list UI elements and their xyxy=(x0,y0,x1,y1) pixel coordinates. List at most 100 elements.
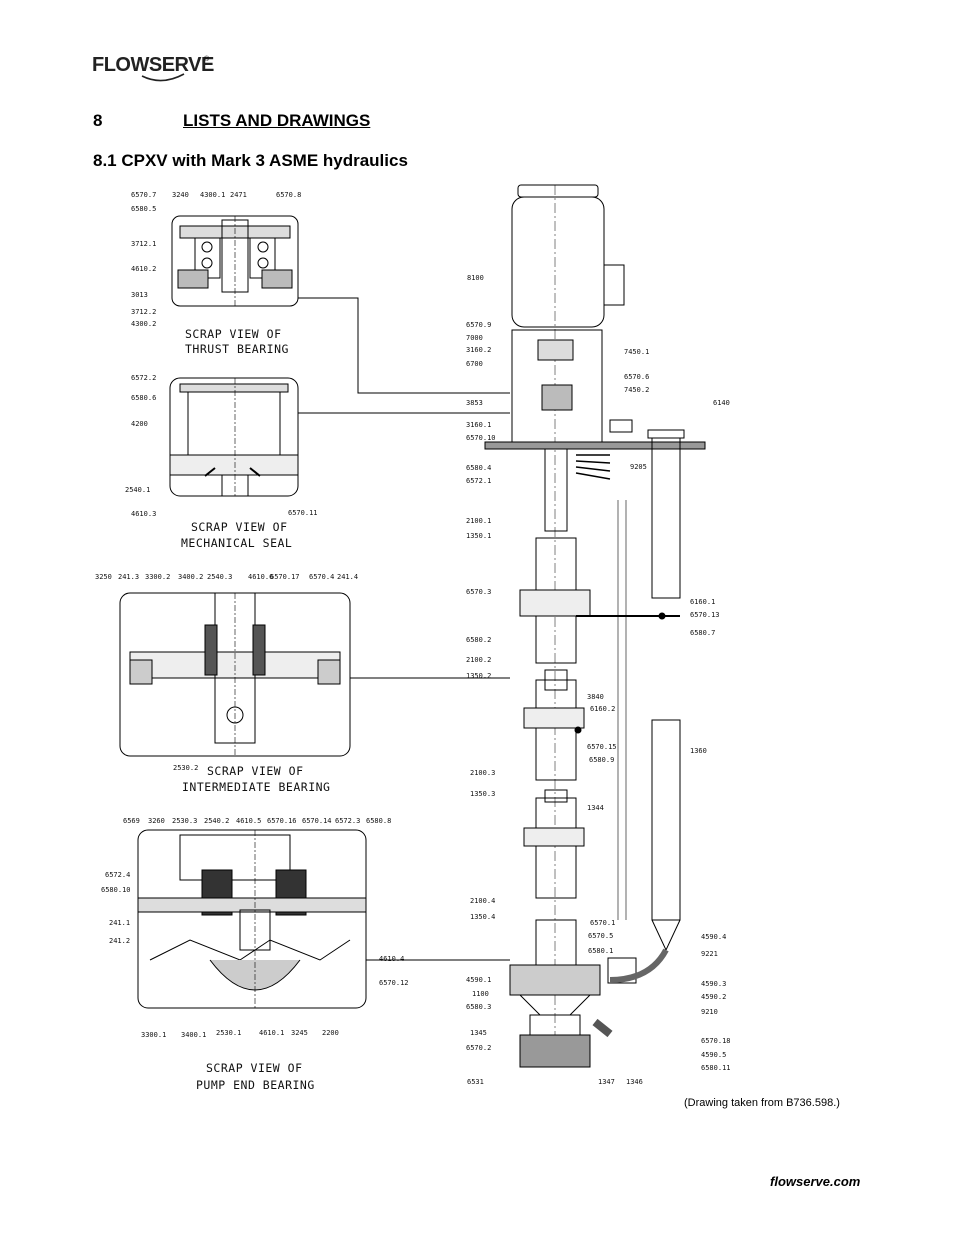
part-label: 2100.2 xyxy=(466,656,491,664)
part-label: 241.4 xyxy=(337,573,358,581)
intermediate-title-1: SCRAP VIEW OF xyxy=(207,764,304,778)
part-label: 6570.13 xyxy=(690,611,720,619)
pump-end-title-1: SCRAP VIEW OF xyxy=(206,1061,303,1075)
part-label: 2100.4 xyxy=(470,897,495,905)
part-label: 2530.3 xyxy=(172,817,197,825)
part-label: 6580.2 xyxy=(466,636,491,644)
part-label: 9210 xyxy=(701,1008,718,1016)
part-label: 4610.4 xyxy=(379,955,404,963)
part-label: 6570.15 xyxy=(587,743,617,751)
part-label: 6160.2 xyxy=(590,705,615,713)
part-label: 6570.16 xyxy=(267,817,297,825)
part-label: 6570.14 xyxy=(302,817,332,825)
part-label: 6572.1 xyxy=(466,477,491,485)
part-label: 6580.3 xyxy=(466,1003,491,1011)
part-label: 4590.4 xyxy=(701,933,726,941)
part-label: 1350.4 xyxy=(470,913,495,921)
pump-end-title-2: PUMP END BEARING xyxy=(196,1078,315,1092)
part-labels: 6570.7 3240 4300.1 2471 6570.8 6580.5 37… xyxy=(95,191,731,1086)
part-label: 241.2 xyxy=(109,937,130,945)
part-label: 6569 xyxy=(123,817,140,825)
logo-arc-icon xyxy=(141,73,185,82)
part-label: 6570.18 xyxy=(701,1037,731,1045)
seal-title-2: MECHANICAL SEAL xyxy=(181,536,292,550)
part-label: 6570.11 xyxy=(288,509,318,517)
seal-title-1: SCRAP VIEW OF xyxy=(191,520,288,534)
part-label: 3260 xyxy=(148,817,165,825)
part-label: 6160.1 xyxy=(690,598,715,606)
part-label: 3712.2 xyxy=(131,308,156,316)
part-label: 4300.2 xyxy=(131,320,156,328)
part-label: 3160.2 xyxy=(466,346,491,354)
part-label: 6580.6 xyxy=(131,394,156,402)
part-label: 3240 xyxy=(172,191,189,199)
part-label: 6580.10 xyxy=(101,886,131,894)
thrust-title-2: THRUST BEARING xyxy=(185,342,289,356)
part-label: 7450.2 xyxy=(624,386,649,394)
logo-text: FLOWSERVE xyxy=(92,54,214,76)
part-label: 6570.1 xyxy=(590,919,615,927)
section-heading: 8 LISTS AND DRAWINGS xyxy=(93,111,370,131)
part-label: 2100.1 xyxy=(466,517,491,525)
part-label: 3400.2 xyxy=(178,573,203,581)
part-label: 1350.1 xyxy=(466,532,491,540)
part-label: 6580.8 xyxy=(366,817,391,825)
part-label: 8100 xyxy=(467,274,484,282)
part-label: 6700 xyxy=(466,360,483,368)
part-label: 4590.1 xyxy=(466,976,491,984)
part-label: 6580.11 xyxy=(701,1064,731,1072)
part-label: 4610.6 xyxy=(248,573,273,581)
part-label: 2471 xyxy=(230,191,247,199)
intermediate-bearing-view xyxy=(119,592,351,757)
part-label: 7000 xyxy=(466,334,483,342)
part-label: 9221 xyxy=(701,950,718,958)
part-label: 1345 xyxy=(470,1029,487,1037)
part-label: 3840 xyxy=(587,693,604,701)
part-label: 3160.1 xyxy=(466,421,491,429)
thrust-bearing-view xyxy=(171,215,299,307)
part-label: 1100 xyxy=(472,990,489,998)
part-label: 2100.3 xyxy=(470,769,495,777)
part-label: 3013 xyxy=(131,291,148,299)
part-label: 6570.9 xyxy=(466,321,491,329)
intermediate-title-2: INTERMEDIATE BEARING xyxy=(182,780,330,794)
part-label: 6531 xyxy=(467,1078,484,1086)
logo-registered-mark: ® xyxy=(204,56,210,63)
part-label: 4610.3 xyxy=(131,510,156,518)
part-label: 241.3 xyxy=(118,573,139,581)
part-label: 1360 xyxy=(690,747,707,755)
part-label: 3712.1 xyxy=(131,240,156,248)
part-label: 2530.1 xyxy=(216,1029,241,1037)
part-label: 3245 xyxy=(291,1029,308,1037)
part-label: 6570.7 xyxy=(131,191,156,199)
part-label: 6570.5 xyxy=(588,932,613,940)
part-label: 3853 xyxy=(466,399,483,407)
part-label: 2200 xyxy=(322,1029,339,1037)
footer-site-link[interactable]: flowserve.com xyxy=(770,1174,861,1189)
part-label: 6580.4 xyxy=(466,464,491,472)
part-label: 2540.1 xyxy=(125,486,150,494)
part-label: 4590.2 xyxy=(701,993,726,1001)
section-number: 8 xyxy=(93,111,103,130)
drawing-caption: (Drawing taken from B736.598.) xyxy=(684,1097,840,1109)
part-label: 4300.1 xyxy=(200,191,225,199)
part-label: 2540.2 xyxy=(204,817,229,825)
section-title: LISTS AND DRAWINGS xyxy=(183,111,371,130)
part-label: 6570.10 xyxy=(466,434,496,442)
pump-assembly-drawing: SCRAP VIEW OF THRUST BEARING SCRAP VIEW … xyxy=(95,184,731,1092)
part-label: 6570.2 xyxy=(466,1044,491,1052)
part-label: 6580.9 xyxy=(589,756,614,764)
part-label: 1350.2 xyxy=(466,672,491,680)
pump-end-bearing-view xyxy=(137,829,367,1009)
part-label: 6570.8 xyxy=(276,191,301,199)
part-label: 2530.2 xyxy=(173,764,198,772)
part-label: 4610.1 xyxy=(259,1029,284,1037)
part-label: 6580.1 xyxy=(588,947,613,955)
part-label: 3250 xyxy=(95,573,112,581)
part-label: 4610.2 xyxy=(131,265,156,273)
part-label: 2540.3 xyxy=(207,573,232,581)
part-label: 3400.1 xyxy=(181,1031,206,1039)
part-label: 6140 xyxy=(713,399,730,407)
part-label: 6570.4 xyxy=(309,573,334,581)
part-label: 9205 xyxy=(630,463,647,471)
